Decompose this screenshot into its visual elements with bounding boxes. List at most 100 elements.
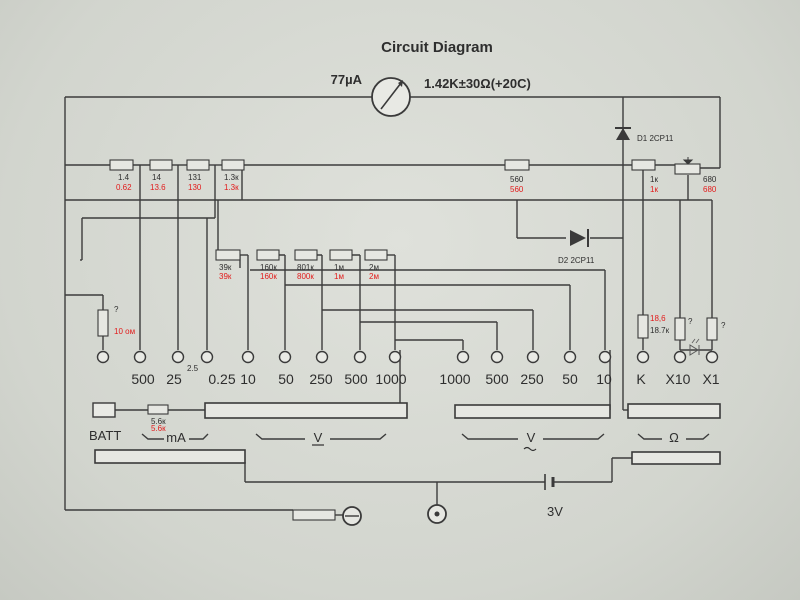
series-3-hand: 800к [297, 272, 314, 281]
switch-label-dcv: V [314, 430, 323, 445]
r680-print: 680 [703, 175, 717, 184]
series-resistor-5 [364, 249, 388, 261]
diode-d1-icon [615, 127, 631, 140]
meter-resistance-label: 1.42K±30Ω(+20C) [424, 76, 531, 91]
led-icon [689, 338, 700, 356]
series-4-hand: 1м [334, 272, 344, 281]
terminal-ohm-k [636, 350, 650, 364]
shunt-resistor-1 [109, 159, 134, 171]
resistor-x10 [674, 317, 686, 341]
label-ohm-x10: X10 [666, 371, 691, 387]
terminal-ohm-x1 [705, 350, 719, 364]
terminal-dcv-1000 [388, 350, 402, 364]
label-dcv-1000: 1000 [375, 371, 406, 387]
label-acv-250: 250 [520, 371, 544, 387]
switch-group-brackets [141, 433, 710, 440]
range-switch-bars [92, 402, 721, 465]
fuse-icon [292, 509, 336, 521]
shunt-resistor-chain [109, 159, 245, 171]
terminal-ma-unknown [96, 350, 110, 364]
shunt-resistor-2 [149, 159, 173, 171]
terminal-dcv-10 [241, 350, 255, 364]
rk-hand: 18,6 [650, 314, 666, 323]
series-resistor-2 [256, 249, 280, 261]
series-resistor-3 [294, 249, 318, 261]
diode-d1-label: D1 2CP11 [637, 134, 674, 143]
unknown-resistor-hand: 10 ом [114, 327, 135, 336]
rx10-print: ? [688, 317, 693, 326]
shunt-resistor-4 [221, 159, 245, 171]
label-dcv-10: 10 [240, 371, 256, 387]
terminal-ohm-x10 [673, 350, 687, 364]
series-resistor-chain [215, 249, 388, 261]
terminal-labels: 500 25 0.25 10 50 250 500 1000 1000 500 … [131, 371, 719, 387]
resistor-k [637, 314, 649, 339]
terminal-acv-10 [598, 350, 612, 364]
diode-d2-icon [570, 229, 589, 247]
terminal-acv-250 [526, 350, 540, 364]
diagram-title: Circuit Diagram [381, 39, 493, 56]
terminal-acv-500 [490, 350, 504, 364]
label-dcv-50: 50 [278, 371, 294, 387]
switch-bar-dcv [204, 402, 408, 419]
shunt-3-hand: 130 [188, 183, 202, 192]
switch-label-ma: mA [166, 430, 186, 445]
main-wiring [64, 97, 721, 516]
shunt-3-print: 131 [188, 173, 202, 182]
series-1-print: 39к [219, 263, 232, 272]
resistor-x1 [706, 317, 718, 341]
switch-bar-acv [454, 404, 611, 419]
label-acv-500: 500 [485, 371, 509, 387]
series-1-hand: 39к [219, 272, 232, 281]
terminal-dcv-250 [315, 350, 329, 364]
potentiometer-wiper-icon [682, 157, 694, 165]
label-ma-500: 500 [131, 371, 155, 387]
switch-bar-ma [94, 449, 246, 464]
r1k-print: 1к [650, 175, 658, 184]
potentiometer-680 [674, 163, 701, 175]
battery-icon [544, 474, 555, 490]
terminal-ma-25 [171, 350, 185, 364]
terminal-acv-50 [563, 350, 577, 364]
series-resistor-1 [215, 249, 241, 261]
switch-label-ohm: Ω [669, 430, 679, 445]
label-acv-50: 50 [562, 371, 578, 387]
shunt-1-print: 1.4 [118, 173, 130, 182]
r560-print: 560 [510, 175, 524, 184]
shunt-2-print: 14 [152, 173, 161, 182]
shunt-4-print: 1.3к [224, 173, 239, 182]
terminal-ma-500 [133, 350, 147, 364]
series-resistor-4 [329, 249, 353, 261]
battery-voltage-label: 3V [547, 504, 563, 519]
small-label-25: 2.5 [187, 364, 199, 373]
series-4-print: 1м [334, 263, 344, 272]
label-ma-025: 0.25 [208, 371, 235, 387]
shunt-2-hand-value: 13.6 [150, 183, 166, 192]
series-3-print: 801к [297, 263, 314, 272]
batt-res-hand: 5.6к [151, 424, 166, 433]
label-acv-1000: 1000 [439, 371, 470, 387]
label-dcv-500: 500 [344, 371, 368, 387]
resistor-1k [631, 159, 656, 171]
terminal-acv-1000 [456, 350, 470, 364]
rx1-print: ? [721, 321, 726, 330]
r560-hand: 560 [510, 185, 524, 194]
rk-print: 18.7к [650, 326, 670, 335]
switch-bar-ohm [627, 403, 721, 419]
batt-resistor [147, 404, 169, 415]
terminal-dcv-500 [353, 350, 367, 364]
shunt-1-hand: 0.62 [116, 183, 132, 192]
shunt-resistor-3 [186, 159, 210, 171]
terminal-ma-025 [200, 350, 214, 364]
series-5-print: 2м [369, 263, 379, 272]
shunt-4-hand: 1.3к [224, 183, 239, 192]
switch-bar-battery [631, 451, 721, 465]
label-ohm-x1: X1 [702, 371, 719, 387]
r680-hand: 680 [703, 185, 717, 194]
unknown-resistor [97, 309, 109, 337]
unknown-resistor-print: ? [114, 305, 119, 314]
terminal-dcv-50 [278, 350, 292, 364]
batt-terminal [92, 402, 116, 418]
